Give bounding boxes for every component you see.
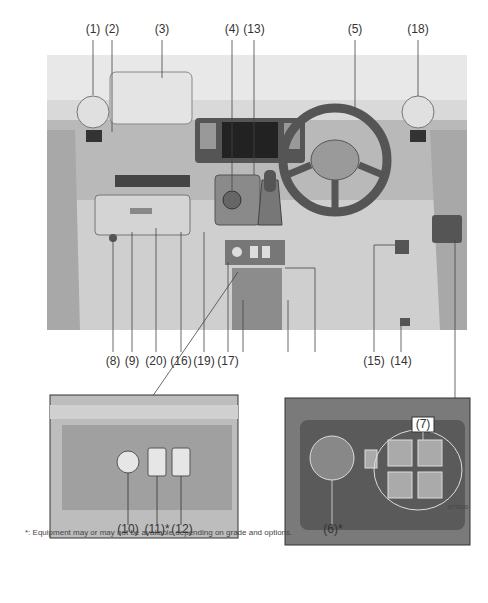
pedal-lever bbox=[400, 318, 410, 326]
callout-box bbox=[412, 417, 434, 432]
window-switch bbox=[388, 440, 412, 466]
window-switch-group bbox=[374, 430, 462, 510]
air-vent bbox=[77, 96, 109, 128]
console-switch bbox=[232, 247, 242, 257]
callout-number: (7) bbox=[416, 417, 431, 431]
center-console bbox=[232, 268, 282, 330]
callout-number: (2) bbox=[105, 22, 120, 36]
display-screen bbox=[222, 122, 278, 158]
callout-number: (16) bbox=[170, 354, 191, 368]
air-vent bbox=[402, 96, 434, 128]
switch-panel bbox=[410, 130, 426, 142]
climate-knob bbox=[223, 191, 241, 209]
callout-number: (1) bbox=[86, 22, 101, 36]
right-door bbox=[430, 130, 467, 330]
glove-box-handle bbox=[130, 208, 152, 214]
inset-panel bbox=[285, 398, 470, 545]
switch-button bbox=[117, 451, 139, 473]
left-door bbox=[47, 130, 80, 330]
callout-number: (13) bbox=[243, 22, 264, 36]
inset-leaders bbox=[128, 473, 181, 525]
inset-panel bbox=[50, 395, 238, 538]
switch-panel bbox=[86, 130, 102, 142]
shift-lever bbox=[264, 170, 276, 192]
callout-number: (9) bbox=[125, 354, 140, 368]
callout-number: (20) bbox=[145, 354, 166, 368]
glove-box bbox=[95, 195, 190, 235]
window-switch bbox=[388, 472, 412, 498]
mirror-switch bbox=[310, 436, 354, 480]
console-switch bbox=[262, 246, 270, 258]
steering-wheel bbox=[283, 108, 387, 212]
callout-number: (5) bbox=[348, 22, 363, 36]
window-switch-panel bbox=[432, 215, 462, 243]
inset-leaders bbox=[332, 432, 423, 526]
passenger-airbag-panel bbox=[110, 72, 192, 124]
callout-number: (17) bbox=[217, 354, 238, 368]
callout-number: (18) bbox=[407, 22, 428, 36]
callout-number: (19) bbox=[193, 354, 214, 368]
callout-number: (8) bbox=[106, 354, 121, 368]
door-switch-panel bbox=[300, 420, 465, 530]
callout-number: (6)* bbox=[323, 522, 342, 536]
photo-background bbox=[47, 55, 467, 330]
inset-band bbox=[50, 405, 238, 419]
callout-number: (4) bbox=[225, 22, 240, 36]
seat-heater-switch bbox=[172, 448, 190, 476]
center-vent bbox=[200, 123, 216, 149]
console bbox=[225, 240, 285, 265]
steering-spokes bbox=[287, 165, 383, 210]
window-switch bbox=[418, 472, 442, 498]
steering-hub bbox=[311, 140, 359, 180]
callout-number: (3) bbox=[155, 22, 170, 36]
window-switch bbox=[418, 440, 442, 466]
callout-number: (14) bbox=[390, 354, 411, 368]
seat-heater-switch bbox=[148, 448, 166, 476]
climate-panel bbox=[215, 175, 260, 225]
note-text: 67T000 bbox=[448, 503, 468, 511]
inset-switch-panel bbox=[62, 425, 232, 510]
leader-lines bbox=[93, 40, 455, 400]
callout-number: (15) bbox=[363, 354, 384, 368]
console-switch bbox=[250, 246, 258, 258]
tray bbox=[115, 175, 190, 187]
note-text: *: Equipment may or may not be available… bbox=[25, 528, 292, 538]
lever bbox=[395, 240, 409, 254]
